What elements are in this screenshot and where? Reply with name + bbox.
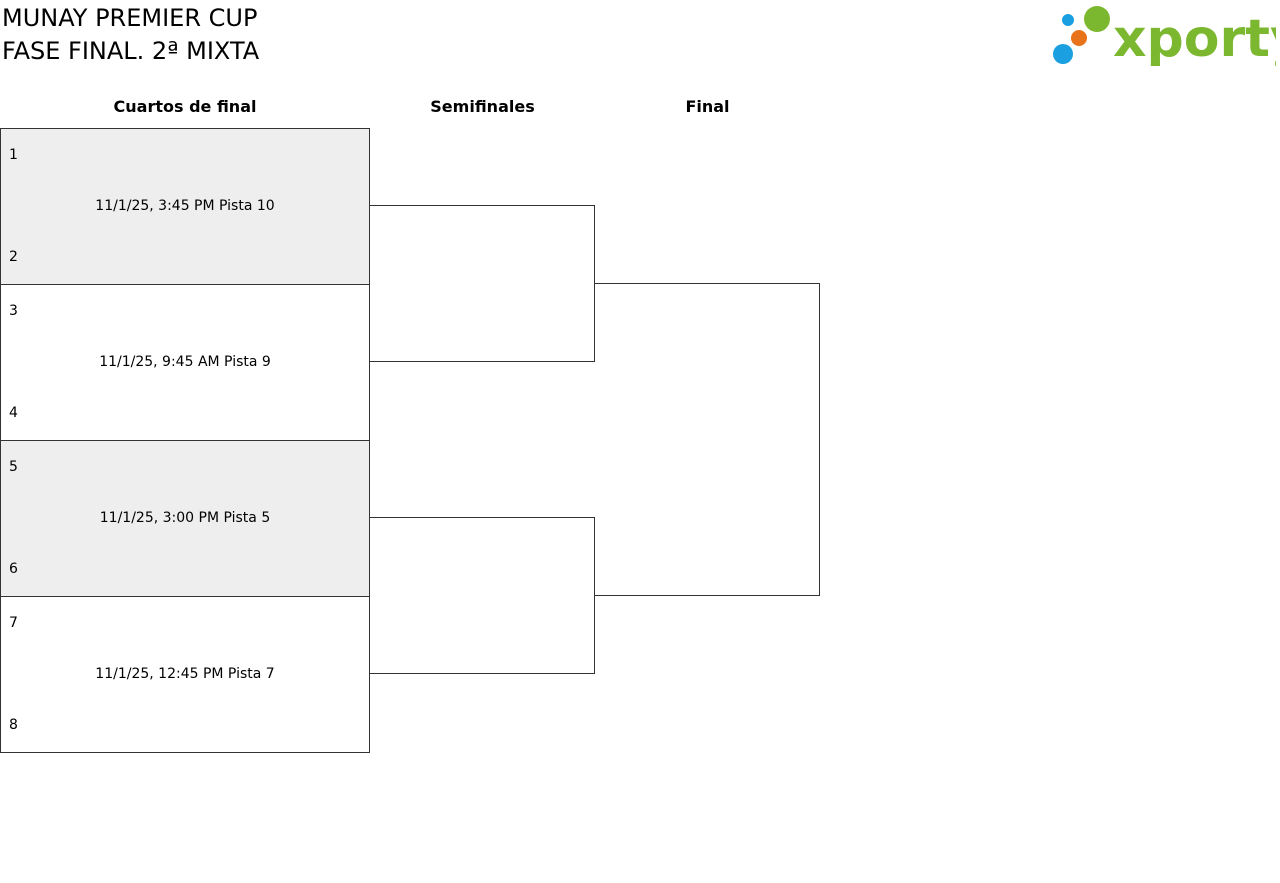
logo-wordmark: xporty <box>1113 9 1276 66</box>
quarterfinal-match-3[interactable]: 5 11/1/25, 3:00 PM Pista 5 6 <box>0 440 370 597</box>
final-match[interactable] <box>594 283 820 596</box>
logo-dot-green <box>1084 6 1110 32</box>
quarterfinal-match-4[interactable]: 7 11/1/25, 12:45 PM Pista 7 8 <box>0 596 370 753</box>
page-title: MUNAY PREMIER CUP FASE FINAL. 2ª MIXTA <box>2 2 259 68</box>
seed-slot: 7 <box>9 615 18 631</box>
semifinal-match-1[interactable] <box>369 205 595 362</box>
logo-dot-blue-small <box>1062 14 1074 26</box>
round-header-final: Final <box>685 97 730 116</box>
match-schedule: 11/1/25, 9:45 AM Pista 9 <box>99 354 271 370</box>
match-schedule: 11/1/25, 3:00 PM Pista 5 <box>99 510 271 526</box>
seed-slot: 5 <box>9 459 18 475</box>
logo-dot-orange <box>1071 30 1087 46</box>
round-header-quarterfinals: Cuartos de final <box>113 97 257 116</box>
seed-slot: 3 <box>9 303 18 319</box>
round-header-semifinals: Semifinales <box>430 97 535 116</box>
xporty-logo: xporty <box>1050 4 1280 69</box>
seed-slot: 2 <box>9 249 18 265</box>
xporty-logo-graphic: xporty <box>1053 6 1280 69</box>
seed-slot: 4 <box>9 405 18 421</box>
logo-dot-blue-large <box>1053 44 1073 64</box>
title-line-tournament: MUNAY PREMIER CUP <box>2 4 258 32</box>
seed-slot: 6 <box>9 561 18 577</box>
match-schedule: 11/1/25, 3:45 PM Pista 10 <box>95 198 275 214</box>
seed-slot: 1 <box>9 147 18 163</box>
quarterfinal-match-1[interactable]: 1 11/1/25, 3:45 PM Pista 10 2 <box>0 128 370 285</box>
seed-slot: 8 <box>9 717 18 733</box>
match-schedule: 11/1/25, 12:45 PM Pista 7 <box>95 666 275 682</box>
title-line-category: FASE FINAL. 2ª MIXTA <box>2 37 260 65</box>
quarterfinal-match-2[interactable]: 3 11/1/25, 9:45 AM Pista 9 4 <box>0 284 370 441</box>
semifinal-match-2[interactable] <box>369 517 595 674</box>
